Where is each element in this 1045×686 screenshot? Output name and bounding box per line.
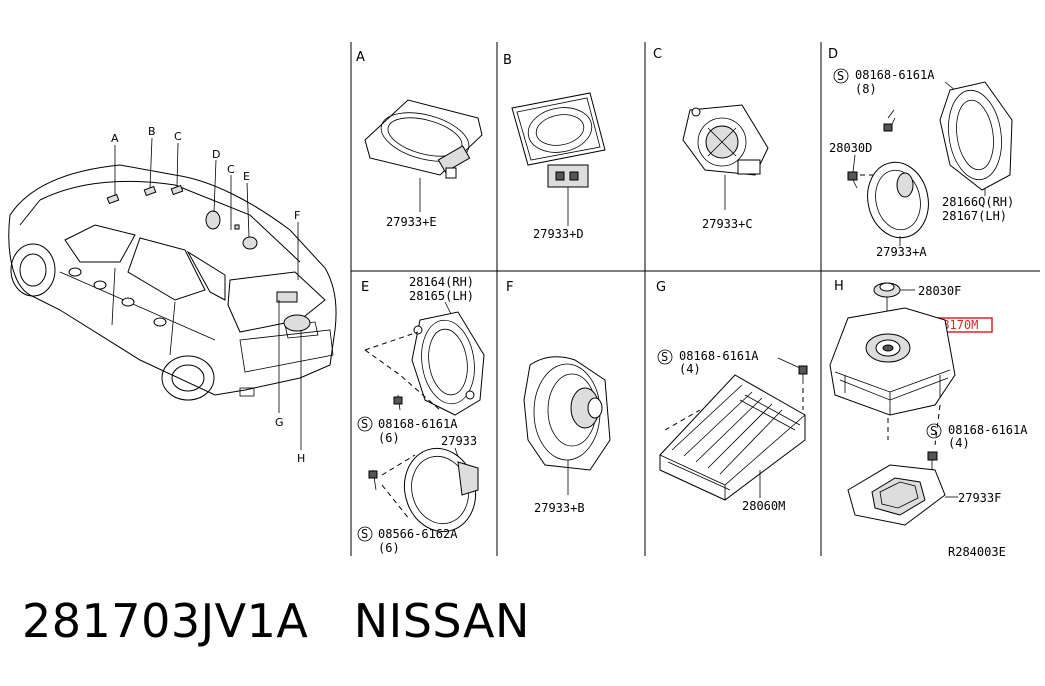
qty-4-h: (4) (948, 436, 970, 450)
screw-symbol-g: S (661, 350, 668, 364)
part-28166q: 28166Q(RH) (942, 195, 1014, 209)
grid-lines (350, 42, 1040, 556)
part-27933e: 27933+E (386, 215, 437, 229)
car-callout-a: A (111, 132, 119, 145)
part-27933a: 27933+A (876, 245, 927, 259)
section-letter-a: A (356, 50, 365, 65)
qty-6-e1: (6) (378, 431, 400, 445)
car-callout-h: H (297, 452, 305, 465)
section-c: C 27933+C (653, 47, 769, 231)
part-28164: 28164(RH) (409, 275, 474, 289)
part-28167: 28167(LH) (942, 209, 1007, 223)
section-letter-f: F (506, 280, 513, 295)
part-08566-6162a: 08566-6162A (378, 527, 458, 541)
part-28165: 28165(LH) (409, 289, 474, 303)
screw-symbol-h: S (930, 424, 937, 438)
car-callout-d: D (212, 148, 220, 161)
screw-symbol-e1: S (361, 417, 368, 431)
car-callout-e: E (243, 170, 250, 183)
section-letter-b: B (503, 53, 512, 68)
qty-6-e2: (6) (378, 541, 400, 555)
section-a: A 27933+E (356, 50, 483, 229)
section-letter-d: D (828, 47, 838, 62)
section-d: D S 08168-6161A (8) 28166Q(RH) 28167(LH)… (828, 47, 1014, 259)
car-callout-c2: C (227, 163, 235, 176)
part-08168-6161a-h: 08168-6161A (948, 423, 1028, 437)
part-08168-6161a-g: 08168-6161A (679, 349, 759, 363)
part-28030d: 28030D (829, 141, 872, 155)
screw-symbol-d: S (837, 69, 844, 83)
section-letter-g: G (656, 280, 666, 295)
section-letter-e: E (361, 280, 369, 295)
part-27933d: 27933+D (533, 227, 584, 241)
footer-brand: NISSAN (353, 594, 530, 648)
section-letter-c: C (653, 47, 662, 62)
part-08168-6161a-d: 08168-6161A (855, 68, 935, 82)
part-27933-e: 27933 (441, 434, 477, 448)
part-27933b: 27933+B (534, 501, 585, 515)
part-27933c: 27933+C (702, 217, 753, 231)
car-callout-g: G (275, 416, 284, 429)
screw-symbol-e2: S (361, 527, 368, 541)
footer-part-number: 281703JV1A (22, 594, 309, 648)
section-e: E 28164(RH) 28165(LH) S 08168-6161A (6) … (357, 275, 485, 555)
qty-4-g: (4) (679, 362, 701, 376)
footer-caption: 281703JV1A NISSAN (22, 594, 530, 648)
section-letter-h: H (834, 279, 844, 294)
part-28030f: 28030F (918, 284, 961, 298)
section-g: G S 08168-6161A (4) 28060M (656, 280, 808, 513)
car-callout-b: B (148, 125, 156, 138)
section-b: B 27933+D (503, 53, 606, 241)
car-overview: A B C D C E F G H (8, 125, 337, 465)
qty-8-d: (8) (855, 82, 877, 96)
part-27933f: 27933F (958, 491, 1001, 505)
section-h: H 28030F 28170M S 08168-6161A (4) 27933F (829, 279, 1028, 526)
car-callout-f: F (294, 209, 300, 222)
car-callout-c: C (174, 130, 182, 143)
part-28060m: 28060M (742, 499, 785, 513)
section-f: F 27933+B (506, 280, 611, 515)
part-08168-6161a-e: 08168-6161A (378, 417, 458, 431)
diagram-code: R284003E (948, 545, 1006, 559)
